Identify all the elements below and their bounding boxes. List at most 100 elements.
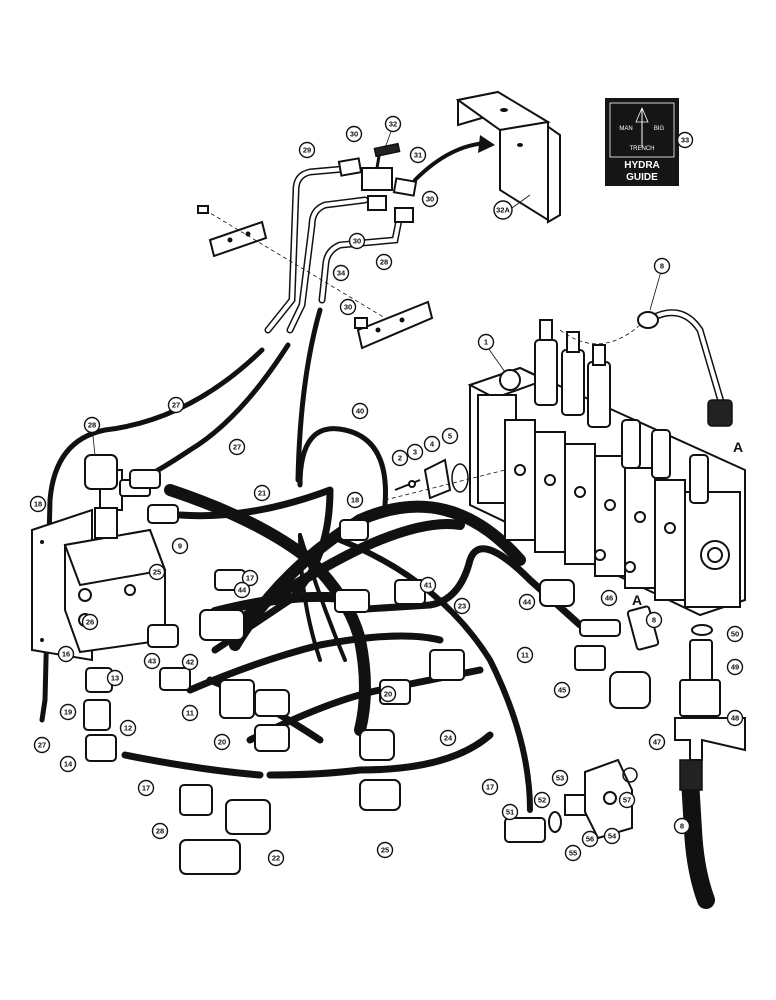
svg-text:21: 21 (258, 489, 266, 498)
callout-2: 2 (391, 449, 409, 467)
hose-clamp-plates (197, 205, 434, 350)
callout-41: 41 (419, 576, 437, 594)
svg-text:18: 18 (351, 496, 359, 505)
callout-52: 52 (533, 791, 551, 809)
reference-letter-a-mid: A (632, 592, 642, 608)
svg-text:29: 29 (303, 146, 311, 155)
svg-text:24: 24 (444, 734, 453, 743)
callout-30-b: 30 (421, 190, 439, 208)
callout-20-a: 20 (213, 733, 231, 751)
callout-18-b: 18 (346, 491, 364, 509)
svg-text:52: 52 (538, 796, 546, 805)
callout-27-c: 27 (33, 736, 51, 754)
svg-text:41: 41 (424, 581, 432, 590)
callout-53: 53 (551, 769, 569, 787)
callout-29: 29 (298, 141, 316, 159)
svg-text:42: 42 (186, 658, 194, 667)
svg-text:19: 19 (64, 708, 72, 717)
callout-30-d: 30 (339, 298, 357, 316)
callout-25-b: 25 (376, 841, 394, 859)
svg-text:43: 43 (148, 657, 156, 666)
callout-44-a: 44 (233, 581, 251, 599)
svg-text:54: 54 (608, 832, 617, 841)
svg-text:17: 17 (246, 574, 254, 583)
svg-text:4: 4 (430, 440, 435, 449)
right-fittings (574, 605, 746, 909)
svg-text:8: 8 (680, 822, 684, 831)
fitting-hardware-2-5 (384, 458, 506, 501)
callout-50: 50 (726, 625, 744, 643)
callout-4: 4 (423, 435, 441, 453)
svg-text:34: 34 (337, 269, 346, 278)
svg-text:26: 26 (86, 618, 94, 627)
callout-17-a: 17 (137, 779, 155, 797)
logo-text-guide: GUIDE (626, 172, 658, 183)
svg-text:3: 3 (413, 448, 417, 457)
logo-text-man: MAN (619, 126, 632, 132)
svg-text:25: 25 (153, 568, 161, 577)
svg-text:27: 27 (172, 401, 180, 410)
callout-8-b: 8 (673, 817, 691, 835)
svg-text:30: 30 (426, 195, 434, 204)
svg-text:22: 22 (272, 854, 280, 863)
callout-30-c: 30 (348, 232, 366, 250)
logo-text-hydra: HYDRA (624, 160, 660, 171)
callout-27-a: 27 (167, 396, 185, 414)
callout-25-a: 25 (148, 563, 166, 581)
svg-text:8: 8 (652, 616, 656, 625)
hydra-guide-decal: MAN BIG TRENCH HYDRA GUIDE (605, 98, 679, 186)
callout-54: 54 (603, 827, 621, 845)
svg-text:53: 53 (556, 774, 564, 783)
svg-text:27: 27 (38, 741, 46, 750)
callout-31: 31 (409, 146, 427, 164)
svg-text:17: 17 (486, 783, 494, 792)
callout-11-a: 11 (181, 704, 199, 722)
svg-text:27: 27 (233, 443, 241, 452)
callout-27-b: 27 (228, 438, 246, 456)
svg-text:30: 30 (344, 303, 352, 312)
svg-text:13: 13 (111, 674, 119, 683)
callout-57: 57 (618, 791, 636, 809)
svg-text:20: 20 (384, 690, 392, 699)
svg-text:50: 50 (731, 630, 739, 639)
mounting-bracket-32a (413, 90, 561, 224)
callout-13: 13 (106, 669, 124, 687)
svg-text:14: 14 (64, 760, 73, 769)
svg-text:5: 5 (448, 432, 452, 441)
callout-43: 43 (143, 652, 161, 670)
svg-text:28: 28 (88, 421, 96, 430)
callout-22: 22 (267, 849, 285, 867)
svg-text:2: 2 (398, 454, 402, 463)
svg-text:23: 23 (458, 602, 466, 611)
manifold-block-9 (31, 469, 167, 662)
callout-34: 34 (332, 264, 350, 282)
callout-3: 3 (406, 443, 424, 461)
callout-32a: 32A (493, 200, 513, 220)
logo-text-big: BIG (654, 126, 665, 132)
svg-text:16: 16 (62, 650, 70, 659)
callout-14: 14 (59, 755, 77, 773)
svg-text:44: 44 (238, 586, 247, 595)
svg-text:55: 55 (569, 849, 577, 858)
svg-text:49: 49 (731, 663, 739, 672)
svg-text:48: 48 (731, 714, 739, 723)
callout-8-c: 8 (645, 611, 663, 629)
svg-text:45: 45 (558, 686, 566, 695)
svg-text:11: 11 (521, 651, 529, 660)
callout-21: 21 (253, 484, 271, 502)
callout-28-a: 28 (83, 416, 101, 434)
callout-44-b: 44 (518, 593, 536, 611)
svg-text:9: 9 (178, 542, 182, 551)
svg-text:20: 20 (218, 738, 226, 747)
callout-42: 42 (181, 653, 199, 671)
svg-text:18: 18 (34, 500, 42, 509)
callout-55: 55 (564, 844, 582, 862)
svg-text:56: 56 (586, 835, 594, 844)
callout-11-b: 11 (516, 646, 534, 664)
callout-23: 23 (453, 597, 471, 615)
svg-text:40: 40 (356, 407, 364, 416)
svg-text:57: 57 (623, 796, 631, 805)
callouts: 1 2 3 4 5 8 8 8 9 11 11 12 13 14 16 17 1… (29, 115, 744, 867)
callout-12: 12 (119, 719, 137, 737)
